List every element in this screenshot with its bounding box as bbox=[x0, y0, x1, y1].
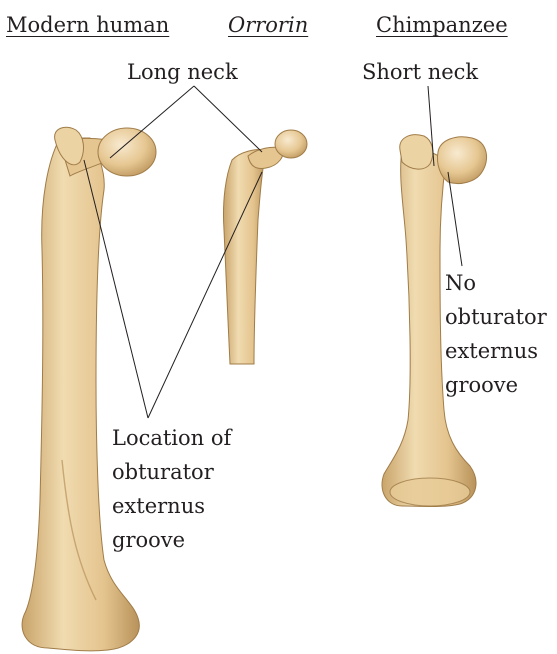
short-neck-label: Short neck bbox=[362, 57, 478, 88]
no-groove-leader bbox=[448, 172, 462, 266]
no-groove-line-1: No bbox=[445, 268, 476, 299]
chimpanzee-header: Chimpanzee bbox=[376, 10, 508, 41]
chimpanzee-femur-head bbox=[437, 137, 486, 184]
orrorin-femur bbox=[223, 130, 307, 364]
no-groove-line-4: groove bbox=[445, 370, 518, 401]
groove-location-line-3: externus bbox=[112, 491, 205, 522]
orrorin-femur-head bbox=[275, 130, 307, 158]
modern-human-femur bbox=[22, 127, 156, 651]
long-neck-leader-orrorin bbox=[194, 86, 262, 152]
groove-location-line-4: groove bbox=[112, 525, 185, 556]
modern-human-femur-shaft bbox=[22, 138, 139, 651]
no-groove-line-2: obturator bbox=[445, 302, 547, 333]
modern-human-header: Modern human bbox=[6, 10, 169, 41]
groove-location-line-1: Location of bbox=[112, 423, 231, 454]
chimpanzee-greater-trochanter bbox=[400, 135, 433, 169]
modern-human-femur-head bbox=[98, 128, 156, 176]
orrorin-header: Orrorin bbox=[228, 10, 308, 41]
long-neck-label: Long neck bbox=[127, 57, 238, 88]
orrorin-femur-shaft bbox=[223, 149, 266, 364]
chimpanzee-condyle bbox=[390, 478, 470, 506]
no-groove-line-3: externus bbox=[445, 336, 538, 367]
groove-location-line-2: obturator bbox=[112, 457, 214, 488]
